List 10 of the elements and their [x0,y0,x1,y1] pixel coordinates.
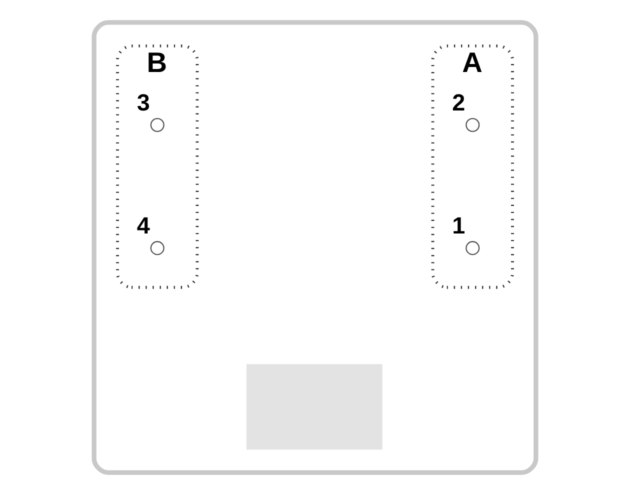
cluster [91,20,538,475]
node-circle [150,118,164,132]
node-box [246,364,382,450]
node-circle [150,241,164,256]
node-circle [465,241,480,256]
node-label: 1 [452,212,465,238]
node-circle [465,118,480,132]
node-label: 2 [452,89,465,116]
node-label: 4 [136,212,150,238]
node-label: 3 [136,89,150,116]
